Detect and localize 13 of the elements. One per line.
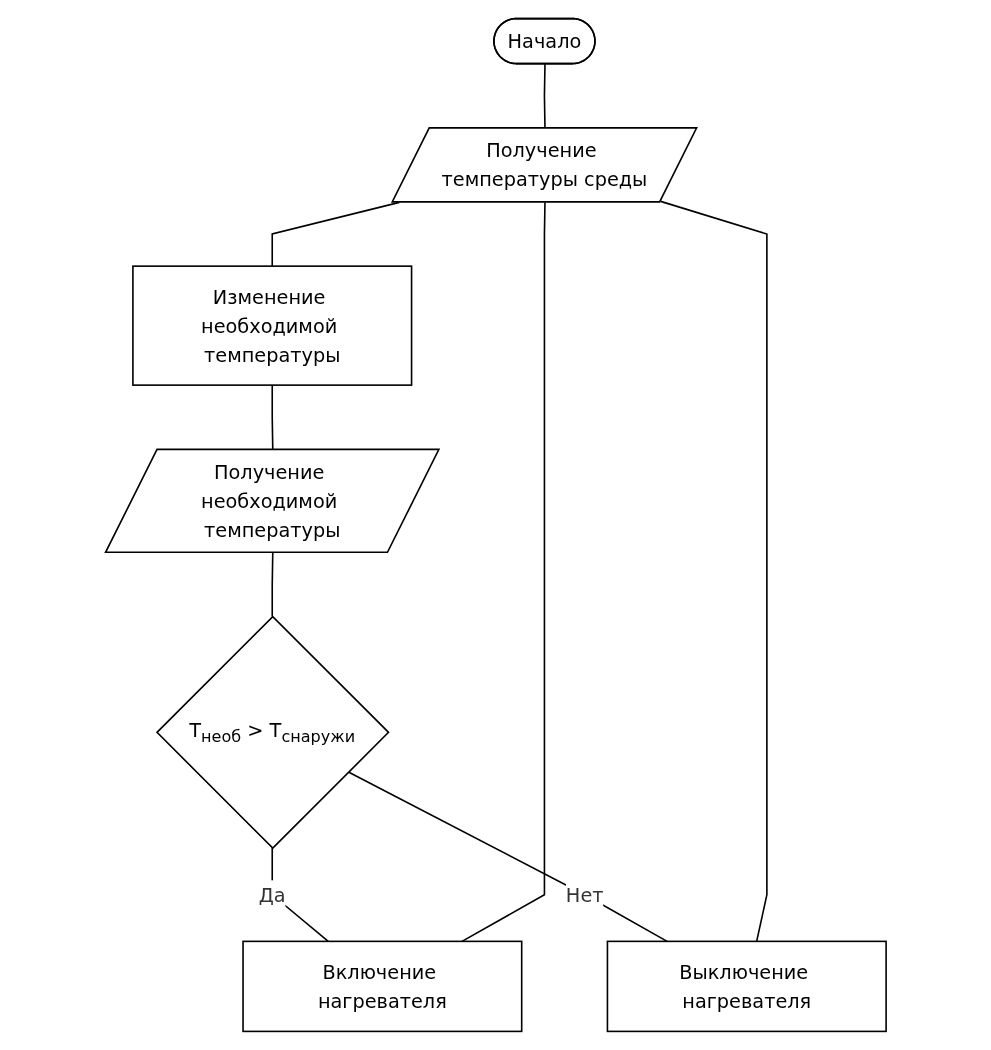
terminal-node: Начало	[492, 17, 596, 65]
connector	[460, 201, 546, 943]
process-box: Выключение нагревателя	[606, 940, 887, 1033]
connector	[347, 771, 668, 943]
input-parallelogram: Получение температуры среды	[390, 127, 698, 203]
process-box: Изменение необходимой температуры	[131, 265, 413, 386]
input-parallelogram: Получение необходимой температуры	[103, 448, 440, 554]
decision-diamond: T$_{необ}$ > T$_{снаружи}$	[155, 615, 390, 850]
edge-label: Да	[258, 880, 286, 910]
connector	[271, 201, 400, 267]
connector	[271, 552, 274, 618]
process-box: Включение нагревателя	[241, 940, 523, 1033]
connector	[659, 200, 768, 943]
